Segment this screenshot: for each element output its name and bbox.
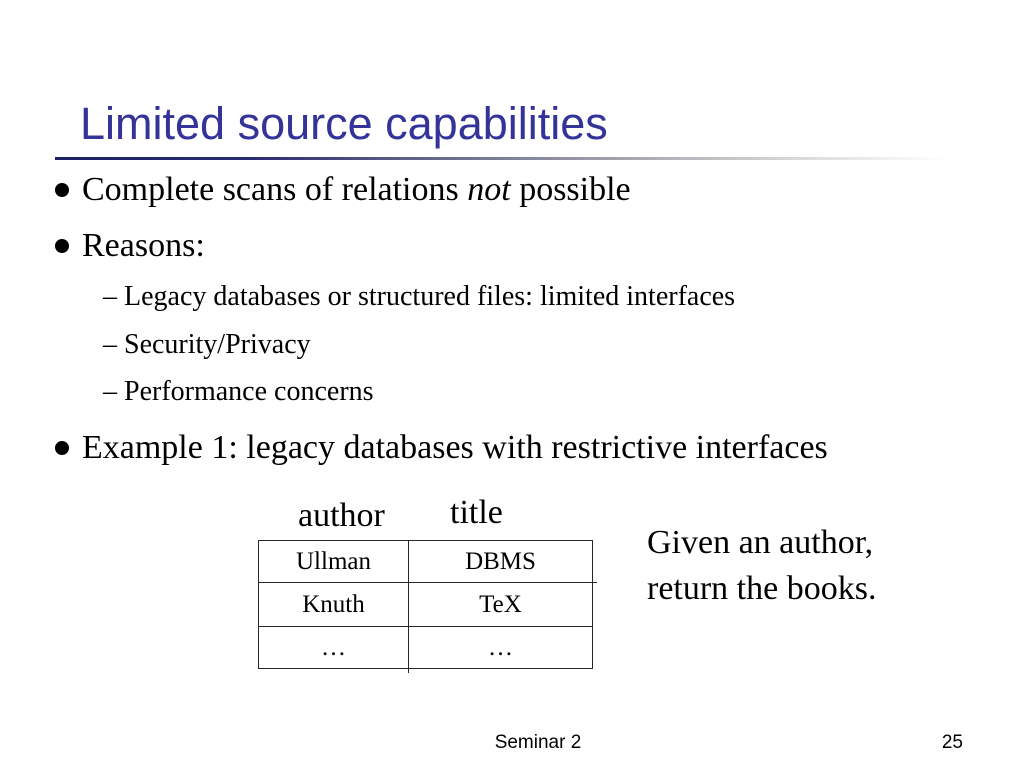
table-cell: … bbox=[259, 627, 409, 669]
slide-title: Limited source capabilities bbox=[80, 98, 608, 149]
page-number: 25 bbox=[941, 732, 963, 753]
sub-bullet-dash: – bbox=[103, 281, 117, 312]
sub-bullet-text: Legacy databases or structured files: li… bbox=[124, 281, 736, 312]
sub-bullet-item: – Performance concerns bbox=[103, 376, 374, 408]
table-cell: Knuth bbox=[259, 583, 409, 627]
footer-label: Seminar 2 bbox=[494, 732, 582, 753]
bullet-item: Complete scans of relations not possible bbox=[82, 170, 631, 209]
sub-bullet-dash: – bbox=[103, 329, 117, 360]
bullet-text: possible bbox=[510, 171, 631, 208]
table-line-stub bbox=[408, 668, 409, 673]
books-table: Ullman DBMS Knuth TeX … … bbox=[258, 540, 593, 669]
bullet-dot-icon bbox=[55, 239, 69, 253]
table-line-stub bbox=[592, 582, 597, 583]
bullet-dot-icon bbox=[55, 441, 69, 455]
column-header-title: title bbox=[450, 494, 503, 531]
table-cell: DBMS bbox=[409, 541, 593, 583]
bullet-item: Reasons: bbox=[82, 227, 205, 264]
table-cell: TeX bbox=[409, 583, 593, 627]
sub-bullet-text: Security/Privacy bbox=[124, 329, 311, 360]
note-line: return the books. bbox=[647, 570, 877, 607]
title-underline bbox=[55, 157, 947, 160]
bullet-dot-icon bbox=[55, 183, 69, 197]
sub-bullet-item: – Security/Privacy bbox=[103, 329, 311, 361]
bullet-item: Example 1: legacy databases with restric… bbox=[82, 429, 828, 466]
column-header-author: author bbox=[298, 497, 385, 534]
sub-bullet-dash: – bbox=[103, 376, 117, 407]
table-cell: Ullman bbox=[259, 541, 409, 583]
sub-bullet-text: Performance concerns bbox=[124, 376, 374, 407]
table-cell: … bbox=[409, 627, 593, 669]
bullet-emphasis: not bbox=[467, 171, 511, 208]
sub-bullet-item: – Legacy databases or structured files: … bbox=[103, 281, 735, 313]
bullet-text: Complete scans of relations bbox=[82, 171, 468, 208]
note-line: Given an author, bbox=[647, 524, 874, 561]
